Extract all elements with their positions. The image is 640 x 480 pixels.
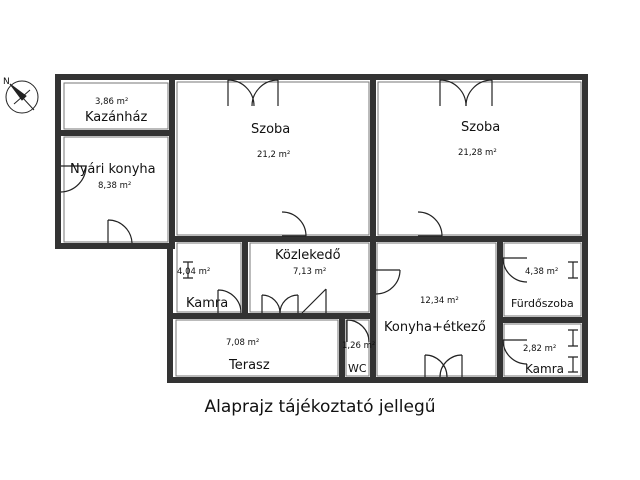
room-name-szoba-2: Szoba: [461, 120, 500, 135]
room-area-szoba-1: 21,2 m²: [257, 150, 290, 160]
room-name-szoba-1: Szoba: [251, 122, 290, 137]
room-name-furdoszoba: Fürdőszoba: [511, 297, 574, 310]
room-name-kamra-1: Kamra: [186, 296, 228, 311]
room-name-kozlekedo: Közlekedő: [275, 248, 341, 263]
room-area-kamra-1: 4,04 m²: [177, 267, 210, 277]
walls: [55, 74, 588, 383]
room-name-wc: WC: [348, 362, 367, 375]
north-label: N: [3, 77, 10, 87]
room-name-terasz: Terasz: [228, 358, 270, 373]
room-area-szoba-2: 21,28 m²: [458, 148, 497, 158]
north-arrow-icon: N: [3, 77, 39, 114]
doors: [60, 79, 578, 378]
room-area-konyha: 12,34 m²: [420, 296, 459, 306]
room-name-kazanhaz: Kazánház: [85, 110, 147, 125]
room-area-furdoszoba: 4,38 m²: [525, 267, 558, 277]
room-area-kazanhaz: 3,86 m²: [95, 97, 128, 107]
room-area-wc: 1,26 m²: [342, 341, 375, 351]
room-area-terasz: 7,08 m²: [226, 338, 259, 348]
room-name-nyari-konyha: Nyári konyha: [70, 162, 156, 177]
plan-caption: Alaprajz tájékoztató jellegű: [204, 397, 436, 417]
room-area-kozlekedo: 7,13 m²: [293, 267, 326, 277]
room-name-kamra-2: Kamra: [525, 362, 564, 376]
inner-wall-lines: [63, 81, 582, 377]
room-area-kamra-2: 2,82 m²: [523, 344, 556, 354]
room-area-nyari-konyha: 8,38 m²: [98, 181, 131, 191]
room-name-konyha: Konyha+étkező: [384, 320, 486, 335]
